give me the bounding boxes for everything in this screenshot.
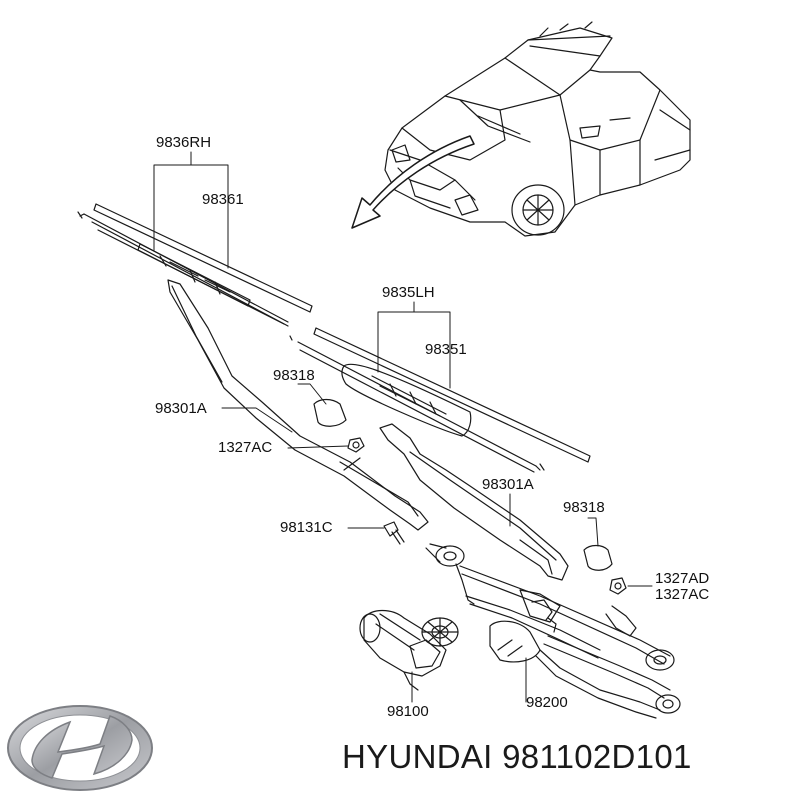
callout-98301a-right: 98301A xyxy=(482,476,534,493)
callout-98318-upper: 98318 xyxy=(273,367,315,384)
linkage-98200 xyxy=(425,543,681,719)
callout-98100: 98100 xyxy=(387,703,429,720)
callout-9836rh: 9836RH xyxy=(156,134,212,151)
nut-1327ac-upper xyxy=(347,437,365,453)
arm-rh xyxy=(167,279,429,531)
leader-lines xyxy=(153,151,653,703)
nut-1327ad xyxy=(609,577,627,595)
direction-arrow xyxy=(351,135,475,229)
callout-98351: 98351 xyxy=(425,341,467,358)
blade-rh xyxy=(77,203,313,327)
callout-1327ad: 1327AD xyxy=(655,570,710,587)
callout-98131c: 98131C xyxy=(280,519,333,536)
callout-9835lh: 9835LH xyxy=(382,284,435,301)
cap-98318-lower xyxy=(583,544,613,571)
callout-98301a-left: 98301A xyxy=(155,400,207,417)
blade-lh xyxy=(289,327,591,473)
arm-lh xyxy=(379,423,569,581)
motor-98100 xyxy=(359,609,459,691)
callout-98361: 98361 xyxy=(202,191,244,208)
callout-98200: 98200 xyxy=(526,694,568,711)
callout-1327ac-right: 1327AC xyxy=(655,586,710,603)
hyundai-logo-icon xyxy=(7,705,153,791)
cap-98318-upper xyxy=(313,398,347,427)
callout-98318-right: 98318 xyxy=(563,499,605,516)
callout-1327ac-left: 1327AC xyxy=(218,439,273,456)
part-number-caption: HYUNDAI 981102D101 xyxy=(342,738,692,775)
bolt-98131c xyxy=(383,521,405,545)
vehicle-illustration xyxy=(384,21,691,237)
